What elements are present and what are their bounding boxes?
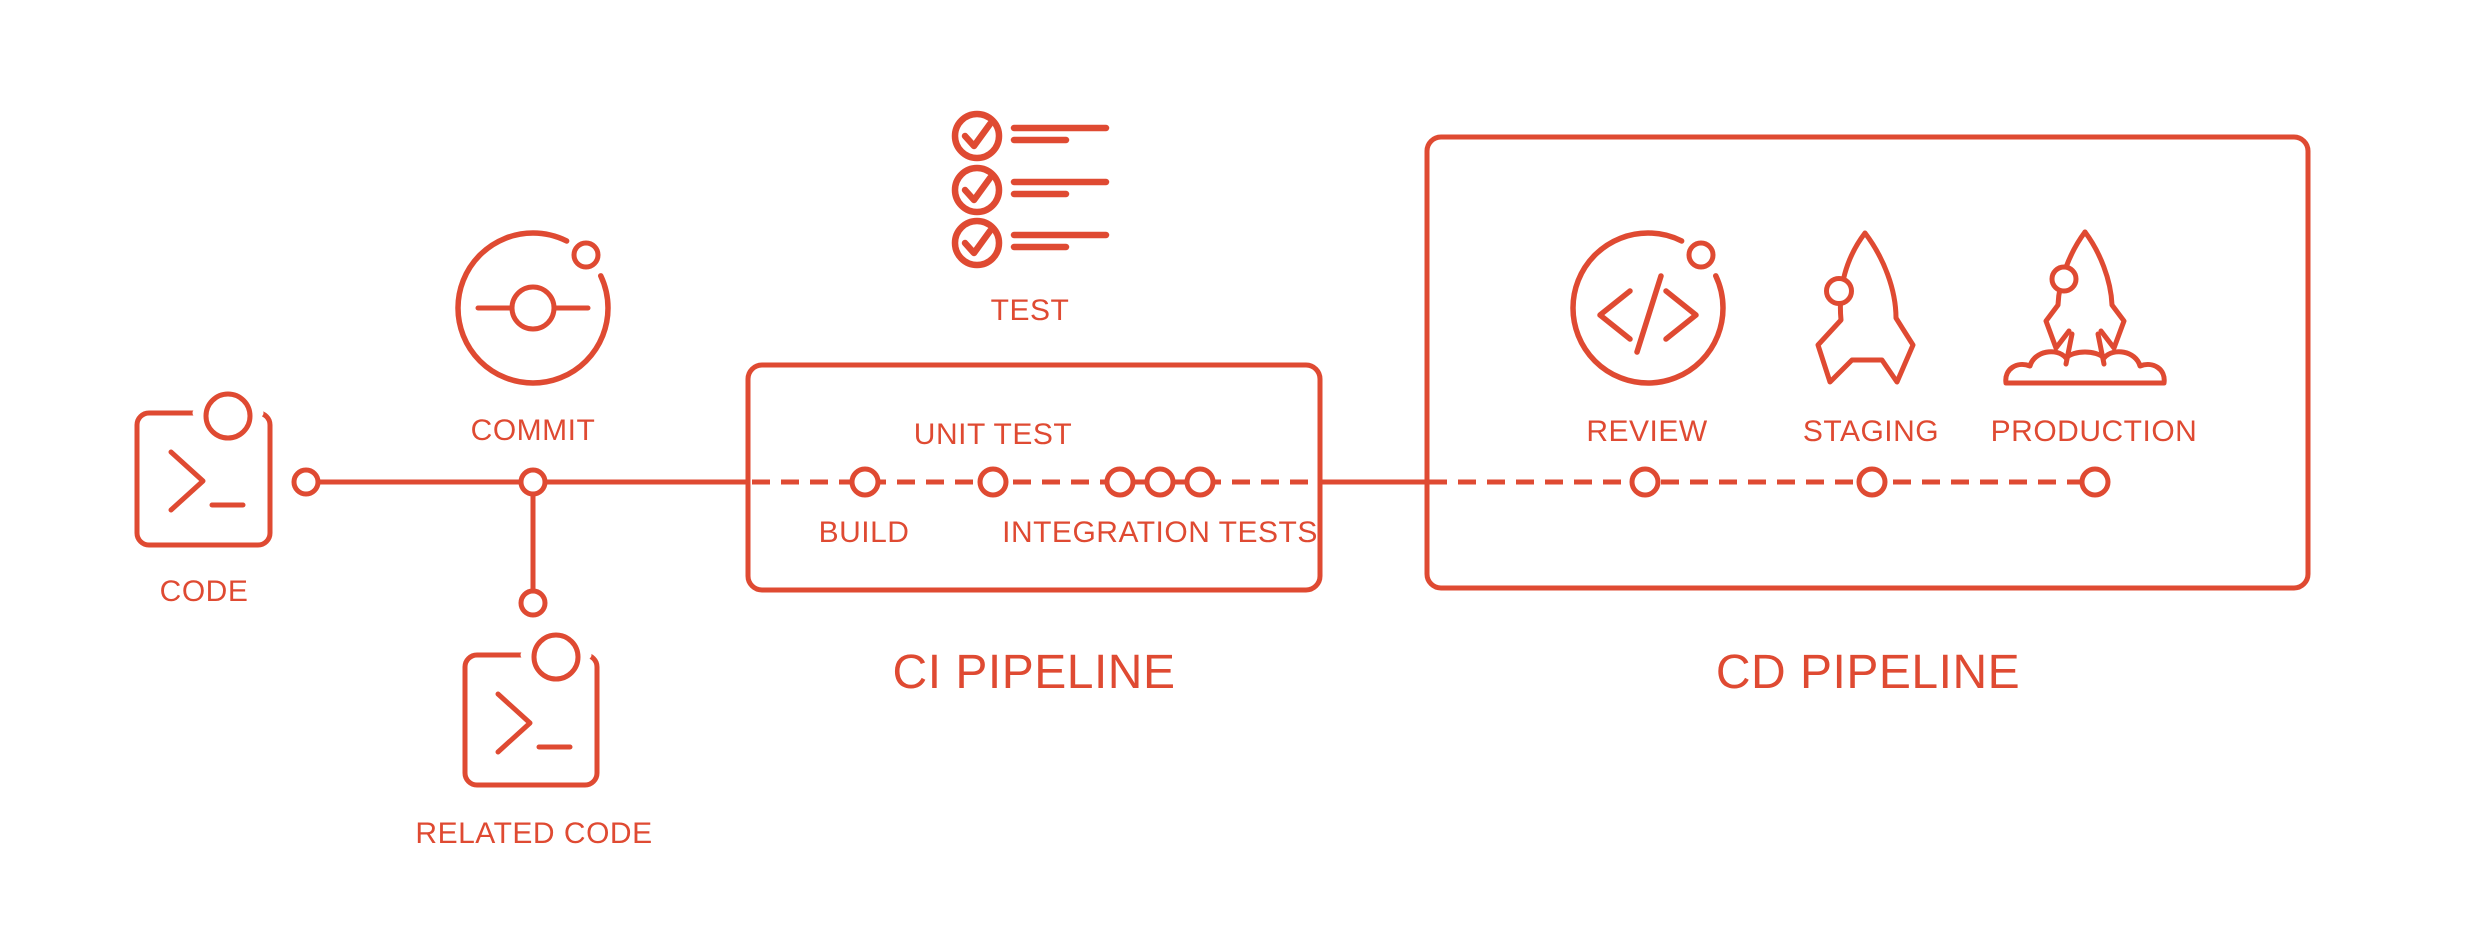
cd-pipeline-box bbox=[1424, 134, 2311, 591]
node-review bbox=[1629, 466, 1661, 498]
rocket-window bbox=[2049, 264, 2079, 294]
checklist-row bbox=[951, 217, 1110, 269]
timeline-nodes bbox=[291, 466, 2111, 618]
terminal-prompt-glyph bbox=[168, 449, 206, 513]
checkmark-icon bbox=[961, 174, 994, 204]
code-label: CODE bbox=[160, 575, 249, 608]
node-integration-1 bbox=[1104, 466, 1136, 498]
satellite-dot bbox=[571, 240, 601, 270]
commit-label: COMMIT bbox=[471, 414, 596, 447]
test-label: TEST bbox=[991, 294, 1070, 327]
test-checklist-icon bbox=[951, 110, 1110, 269]
ci-pipeline-box bbox=[745, 362, 1323, 593]
commit-icon bbox=[455, 230, 611, 386]
build-label: BUILD bbox=[819, 516, 910, 549]
checklist-row bbox=[951, 110, 1110, 162]
rocket-window bbox=[1824, 276, 1854, 306]
integration-tests-label: INTEGRATION TESTS bbox=[1002, 516, 1318, 549]
node-integration-2 bbox=[1144, 466, 1176, 498]
checkmark-icon bbox=[961, 227, 994, 257]
node-unit-test bbox=[977, 466, 1009, 498]
node-commit bbox=[518, 467, 548, 497]
node-staging bbox=[1856, 466, 1888, 498]
diagram-labels: CODE COMMIT RELATED CODE TEST UNIT TEST … bbox=[160, 294, 2198, 850]
review-icon bbox=[1570, 230, 1726, 386]
related-code-label: RELATED CODE bbox=[415, 817, 652, 850]
related-code-icon bbox=[462, 632, 600, 788]
node-production bbox=[2079, 466, 2111, 498]
diagram-strokes bbox=[134, 110, 2311, 788]
checklist-row bbox=[951, 164, 1110, 216]
staging-label: STAGING bbox=[1803, 415, 1939, 448]
node-code bbox=[291, 467, 321, 497]
code-icon bbox=[134, 391, 273, 548]
ci-pipeline-title: CI PIPELINE bbox=[893, 646, 1176, 699]
cd-pipeline-title: CD PIPELINE bbox=[1716, 646, 2020, 699]
unit-test-label: UNIT TEST bbox=[914, 418, 1072, 451]
launch-clouds bbox=[2003, 349, 2167, 386]
checkmark-icon bbox=[961, 120, 994, 150]
node-related-code bbox=[518, 588, 548, 618]
review-label: REVIEW bbox=[1586, 415, 1708, 448]
production-label: PRODUCTION bbox=[1991, 415, 2198, 448]
node-integration-3 bbox=[1184, 466, 1216, 498]
satellite-dot bbox=[1686, 240, 1716, 270]
code-brackets-glyph bbox=[1597, 273, 1699, 355]
production-rocket-icon bbox=[2003, 229, 2167, 386]
staging-rocket-icon bbox=[1815, 230, 1916, 385]
terminal-prompt-glyph bbox=[495, 691, 533, 755]
node-build bbox=[849, 466, 881, 498]
